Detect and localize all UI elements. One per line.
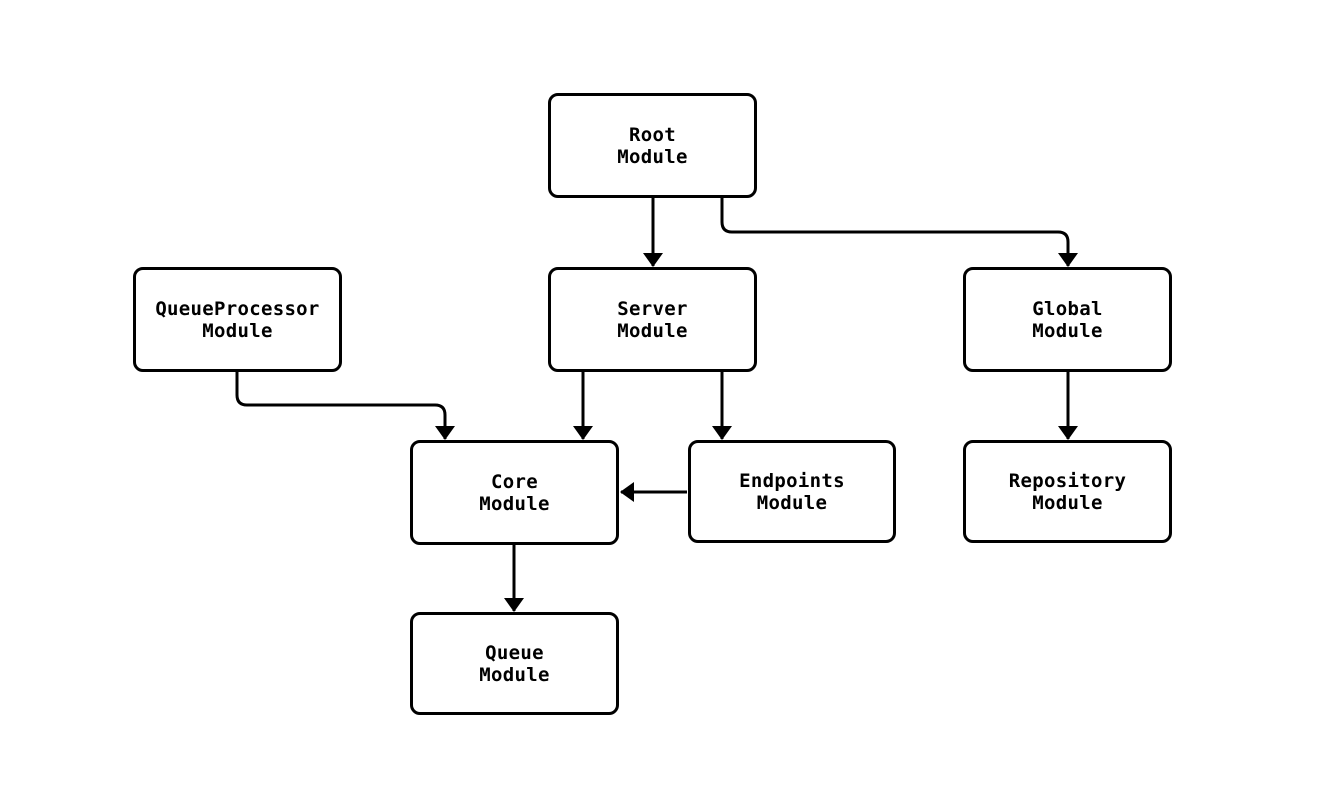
node-endpoints-module: Endpoints Module	[688, 440, 896, 543]
node-label-repository-module: Repository Module	[1008, 469, 1127, 514]
node-label-queueprocessor-module: QueueProcessor Module	[155, 297, 320, 342]
node-label-queue-module: Queue Module	[479, 641, 550, 686]
node-label-core-module: Core Module	[479, 470, 550, 515]
node-root-module: Root Module	[548, 93, 757, 198]
edge-root-module-to-global-module	[720, 198, 1078, 267]
node-repository-module: Repository Module	[963, 440, 1172, 543]
edges-group	[235, 198, 1078, 612]
node-label-server-module: Server Module	[617, 297, 688, 342]
node-label-endpoints-module: Endpoints Module	[739, 469, 845, 514]
node-core-module: Core Module	[410, 440, 619, 545]
node-queue-module: Queue Module	[410, 612, 619, 715]
node-label-global-module: Global Module	[1032, 297, 1103, 342]
node-label-root-module: Root Module	[617, 123, 688, 168]
edge-queueprocessor-module-to-core-module	[235, 372, 455, 440]
node-global-module: Global Module	[963, 267, 1172, 372]
node-server-module: Server Module	[548, 267, 757, 372]
node-queueprocessor-module: QueueProcessor Module	[133, 267, 342, 372]
